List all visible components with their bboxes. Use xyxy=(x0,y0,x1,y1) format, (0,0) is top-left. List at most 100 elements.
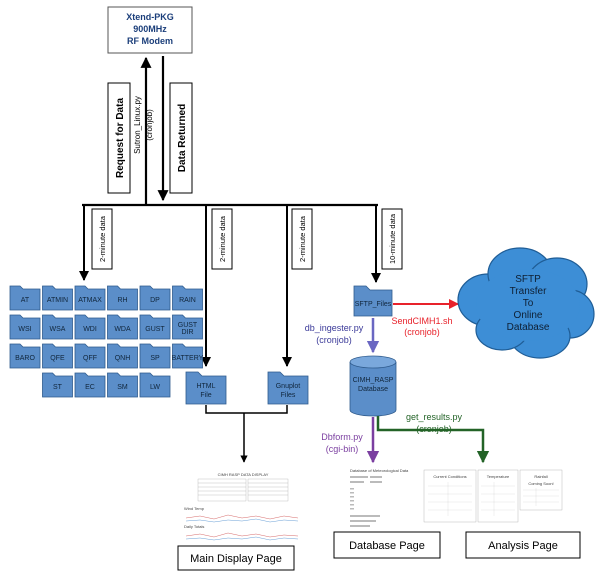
gnuplot-files-folder: Gnuplot Files xyxy=(267,371,309,405)
branch-label-gnuplot: 2-minute data xyxy=(291,208,313,270)
ingester-label-line2: (cronjob) xyxy=(316,335,352,345)
folder-icon xyxy=(139,343,171,369)
script-label-line2: (cronjob) xyxy=(145,109,154,141)
sensor-folder: EC xyxy=(74,372,106,398)
folder-icon xyxy=(139,285,171,311)
folder-icon xyxy=(107,314,138,340)
database-page-box: Database Page xyxy=(333,531,441,559)
sensor-folder: GUST xyxy=(139,314,171,340)
sensor-folder-label: ST xyxy=(53,384,63,391)
script-label-line1: Sutron_Linux.py xyxy=(133,96,142,154)
folder-icon xyxy=(139,314,171,340)
request-label: Request for Data xyxy=(115,98,126,178)
analysis-page-thumbnail: Current Conditions Temperature Rainfall … xyxy=(423,469,563,523)
gnuplot-folder-label-2: Files xyxy=(281,392,296,399)
sensor-folder-label: AT xyxy=(21,297,30,304)
branch-label-sftp: 10-minute data xyxy=(381,208,403,270)
data-returned-label-box: Data Returned xyxy=(169,82,193,194)
sensor-folder-label: DIR xyxy=(181,329,193,336)
database-page-label: Database Page xyxy=(349,540,425,552)
folder-icon xyxy=(9,314,41,340)
branch-label-gnuplot-text: 2-minute data xyxy=(298,215,307,262)
branch-label-sensors: 2-minute data xyxy=(91,208,113,270)
get-results-label-line1: get_results.py xyxy=(406,412,463,422)
database-label-1: CIMH_RASP xyxy=(353,377,394,384)
modem-line-1: Xtend-PKG xyxy=(126,12,174,22)
analysis-page-label: Analysis Page xyxy=(488,540,558,552)
folder-icon xyxy=(139,372,171,398)
analysis-card3-sub: Coming Soon! xyxy=(528,481,553,486)
folder-icon xyxy=(42,285,73,311)
sensor-folder: RH xyxy=(107,285,138,311)
folder-icon xyxy=(9,285,41,311)
sensor-folder: QFE xyxy=(42,343,73,369)
folder-icon xyxy=(74,285,106,311)
sensor-folder: SM xyxy=(107,372,138,398)
sensor-folder: ATMAX xyxy=(74,285,106,311)
send-label-line2: (cronjob) xyxy=(404,327,440,337)
dbform-label-line1: Dbform.py xyxy=(321,432,363,442)
sensor-folder: WSI xyxy=(9,314,41,340)
sensor-folder-label: SM xyxy=(117,384,128,391)
sensor-folder: DP xyxy=(139,285,171,311)
sensor-folder: BATTERY xyxy=(172,343,204,369)
sensor-folder-label: WSI xyxy=(18,326,31,333)
folder-icon xyxy=(172,343,203,369)
sensor-folder-label: SP xyxy=(150,355,160,362)
sensor-folder: WSA xyxy=(42,314,73,340)
cloud-line-4: Online xyxy=(514,310,543,321)
main-thumb-sub2: Daily Totals xyxy=(184,524,204,529)
online-database-cloud: SFTP Transfer To Online Database xyxy=(457,247,595,359)
html-folder-label-2: File xyxy=(200,392,211,399)
modem-line-3: RF Modem xyxy=(127,36,173,46)
sensor-folder-label: QFF xyxy=(83,355,97,362)
ingester-label-line1: db_ingester.py xyxy=(305,323,364,333)
folder-icon xyxy=(172,314,203,340)
sftp-files-folder: SFTP_Files xyxy=(353,285,393,317)
folder-icon xyxy=(107,343,138,369)
folder-icon xyxy=(107,372,138,398)
database-page-thumbnail: Database of Meteorological Data xyxy=(346,466,409,536)
cimh-rasp-database: CIMH_RASP Database xyxy=(349,355,397,417)
main-thumb-sub1: Wind Temp xyxy=(184,506,205,511)
folder-icon xyxy=(74,314,106,340)
branch-label-html: 2-minute data xyxy=(211,208,233,270)
request-label-box: Request for Data xyxy=(107,82,131,194)
main-display-page-box: Main Display Page xyxy=(177,545,295,571)
sensor-folder-label: ATMIN xyxy=(47,297,68,304)
dbform-label-line2: (cgi-bin) xyxy=(326,444,359,454)
cloud-line-1: SFTP xyxy=(515,274,541,285)
database-label-2: Database xyxy=(358,386,388,393)
folder-icon xyxy=(74,372,106,398)
sensor-folder-label: WDI xyxy=(83,326,97,333)
sftp-folder-label: SFTP_Files xyxy=(355,301,392,308)
branch-label-sensors-text: 2-minute data xyxy=(98,215,107,262)
sensor-folder: RAIN xyxy=(172,285,203,311)
cloud-line-3: To xyxy=(523,298,534,309)
sensor-folder-label: RAIN xyxy=(179,297,196,304)
sensor-folder: WDA xyxy=(107,314,138,340)
sensor-folder-label: QFE xyxy=(50,355,65,362)
folder-icon xyxy=(42,314,73,340)
html-folder-label-1: HTML xyxy=(196,383,215,390)
sensor-folder-label: QNH xyxy=(115,355,131,362)
get-results-label-line2: (cronjob) xyxy=(416,424,452,434)
folder-icon xyxy=(42,372,73,398)
cloud-line-5: Database xyxy=(507,322,550,333)
gnuplot-folder-label-1: Gnuplot xyxy=(276,383,301,390)
sensor-folder-label: WDA xyxy=(114,326,131,333)
main-display-page-label: Main Display Page xyxy=(190,553,282,565)
send-label-line1: SendCIMH1.sh xyxy=(391,316,452,326)
sensor-folder-label: BATTERY xyxy=(172,355,204,362)
analysis-card2-title: Temperature xyxy=(487,474,510,479)
sensor-folder: ATMIN xyxy=(42,285,73,311)
sensor-folder-label: EC xyxy=(85,384,95,391)
folder-icon xyxy=(172,285,203,311)
sensor-folder-label: ATMAX xyxy=(78,297,102,304)
sensor-folder-label: DP xyxy=(150,297,160,304)
modem-line-2: 900MHz xyxy=(133,24,167,34)
analysis-card3-title: Rainfall xyxy=(534,474,547,479)
folder-icon xyxy=(9,343,41,369)
rf-modem-node: Xtend-PKG 900MHz RF Modem xyxy=(107,6,193,54)
